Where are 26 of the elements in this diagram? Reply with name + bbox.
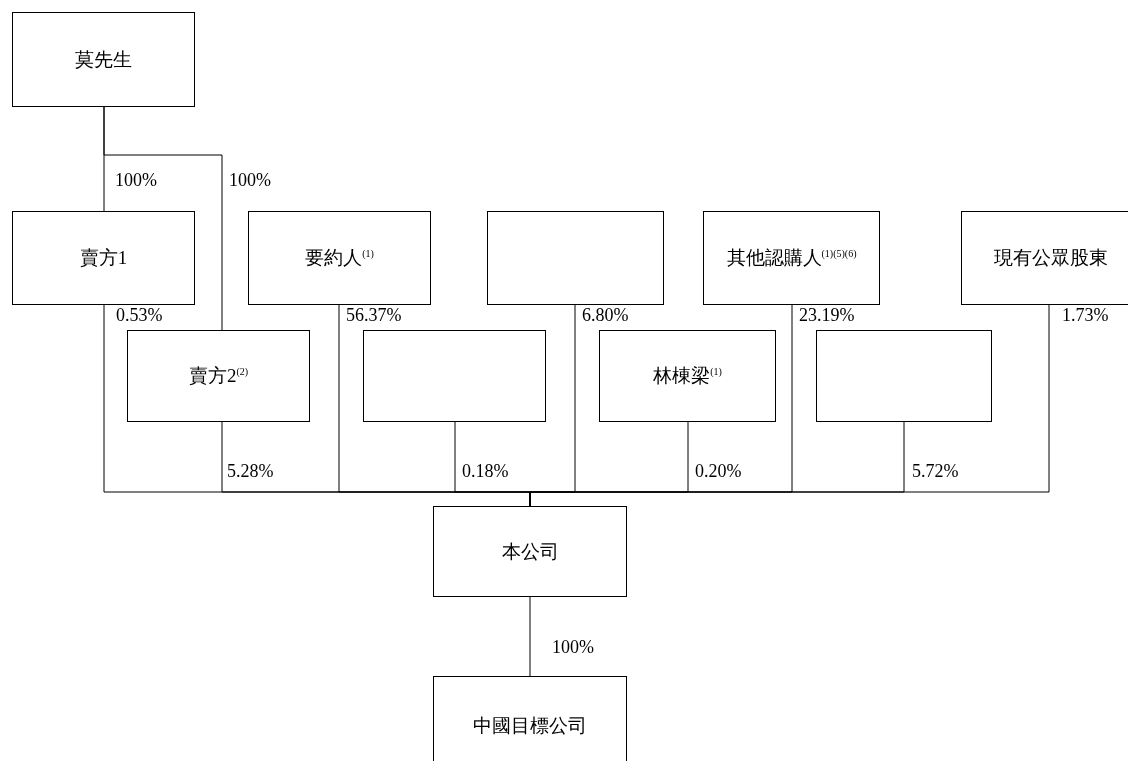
entity-box: 中國目標公司 <box>433 676 627 761</box>
edge-label: 100% <box>229 171 271 189</box>
edge-label: 100% <box>552 638 594 656</box>
edge-label: 56.37% <box>346 306 402 324</box>
entity-box: 本公司 <box>433 506 627 597</box>
edge-label: 23.19% <box>799 306 855 324</box>
edge-label: 5.28% <box>227 462 274 480</box>
entity-box: 其他認購人$^{(1)(5)(6)}$ <box>703 211 880 305</box>
entity-box <box>816 330 992 422</box>
entity-box: 賣方1 <box>12 211 195 305</box>
edge-label: 6.80% <box>582 306 629 324</box>
entity-box: 賣方2$^{(2)}$ <box>127 330 310 422</box>
entity-box: 莫先生 <box>12 12 195 107</box>
edge-label: 5.72% <box>912 462 959 480</box>
edge-label: 0.20% <box>695 462 742 480</box>
edge-label: 1.73% <box>1062 306 1109 324</box>
edge-label: 0.53% <box>116 306 163 324</box>
entity-box <box>487 211 664 305</box>
edge-label: 100% <box>115 171 157 189</box>
entity-box: 現有公眾股東 <box>961 211 1128 305</box>
edge-label: 0.18% <box>462 462 509 480</box>
entity-box: 要約人$^{(1)}$ <box>248 211 431 305</box>
entity-box: 林棟梁$^{(1)}$ <box>599 330 776 422</box>
connector-line <box>103 106 223 331</box>
entity-box <box>363 330 546 422</box>
connector-line <box>529 596 531 677</box>
